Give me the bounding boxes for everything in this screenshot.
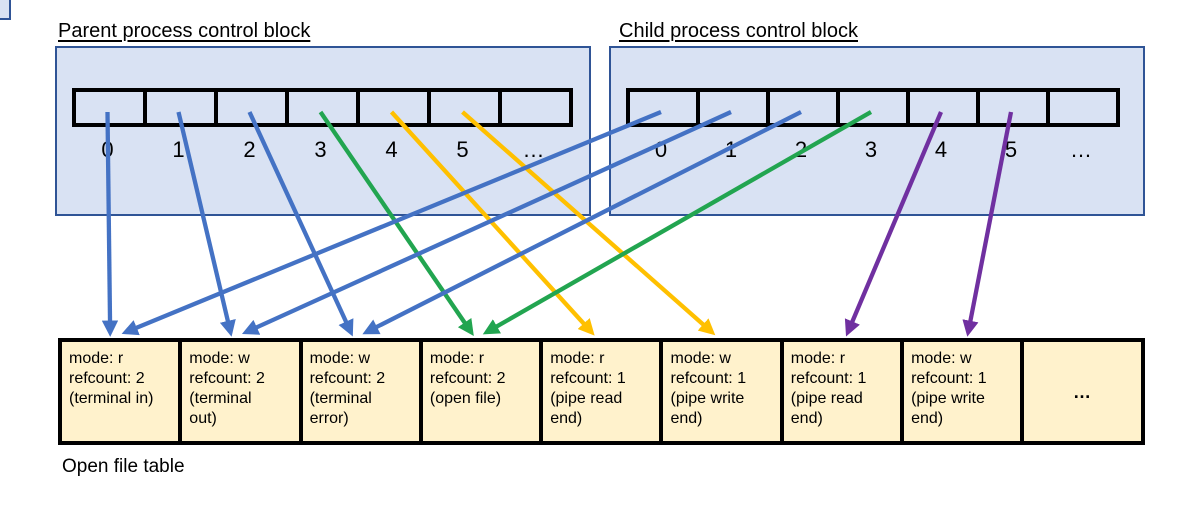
fd-index-label: 3 — [314, 137, 327, 162]
fd-index-label: 4 — [385, 137, 398, 162]
child-fd-array — [626, 88, 1120, 127]
fd-index-label: 2 — [243, 137, 256, 162]
child-fd-slot-5 — [976, 88, 1050, 127]
parent-fd-slot-1 — [143, 88, 218, 127]
open-file-entry-more: … — [1020, 338, 1145, 445]
child-fd-slot-3 — [836, 88, 910, 127]
fd-index-label: 3 — [864, 137, 878, 162]
parent-fd-array — [72, 88, 573, 127]
fd-index-label: … — [1070, 137, 1092, 162]
child-fd-slot-1 — [696, 88, 770, 127]
parent-fd-slot-more — [498, 88, 573, 127]
child-fd-labels: 0 1 2 3 4 5 … — [626, 137, 1116, 163]
child-block-title: Child process control block — [619, 20, 858, 42]
open-file-entry-1: mode: w refcount: 2 (terminal out) — [178, 338, 303, 445]
fd-index-label: 0 — [654, 137, 668, 162]
child-fd-slot-4 — [906, 88, 980, 127]
child-fd-slot-more — [1046, 88, 1120, 127]
parent-fd-slot-5 — [427, 88, 502, 127]
fd-index-label: 1 — [172, 137, 185, 162]
open-file-entry-5: mode: w refcount: 1 (pipe write end) — [659, 338, 784, 445]
open-file-entry-4: mode: r refcount: 1 (pipe read end) — [539, 338, 664, 445]
parent-fd-slot-3 — [285, 88, 360, 127]
parent-process-control-block — [55, 46, 591, 216]
parent-fd-slot-4 — [356, 88, 431, 127]
fd-index-label: 4 — [934, 137, 948, 162]
open-file-entry-3: mode: r refcount: 2 (open file) — [418, 338, 544, 445]
open-file-entry-2: mode: w refcount: 2 (terminal error) — [298, 338, 423, 445]
parent-fd-slot-0 — [72, 88, 147, 127]
fd-index-label: 2 — [794, 137, 808, 162]
child-fd-slot-0 — [626, 88, 700, 127]
parent-fd-slot-2 — [214, 88, 289, 127]
parent-block-title: Parent process control block — [58, 20, 311, 42]
parent-fd-labels: 0 1 2 3 4 5 … — [72, 137, 569, 163]
fd-index-label: 5 — [1004, 137, 1018, 162]
fd-index-label: … — [522, 137, 545, 162]
child-process-control-block — [609, 46, 1145, 216]
open-file-table: mode: r refcount: 2 (terminal in) mode: … — [58, 338, 1145, 445]
open-file-entry-6: mode: r refcount: 1 (pipe read end) — [779, 338, 905, 445]
fd-index-label: 5 — [456, 137, 469, 162]
open-file-table-caption: Open file table — [62, 456, 185, 477]
fd-index-label: 0 — [101, 137, 114, 162]
open-file-entry-7: mode: w refcount: 1 (pipe write end) — [900, 338, 1025, 445]
open-file-entry-0: mode: r refcount: 2 (terminal in) — [58, 338, 183, 445]
corner-shape — [0, 0, 11, 20]
child-fd-slot-2 — [766, 88, 840, 127]
fd-index-label: 1 — [724, 137, 738, 162]
